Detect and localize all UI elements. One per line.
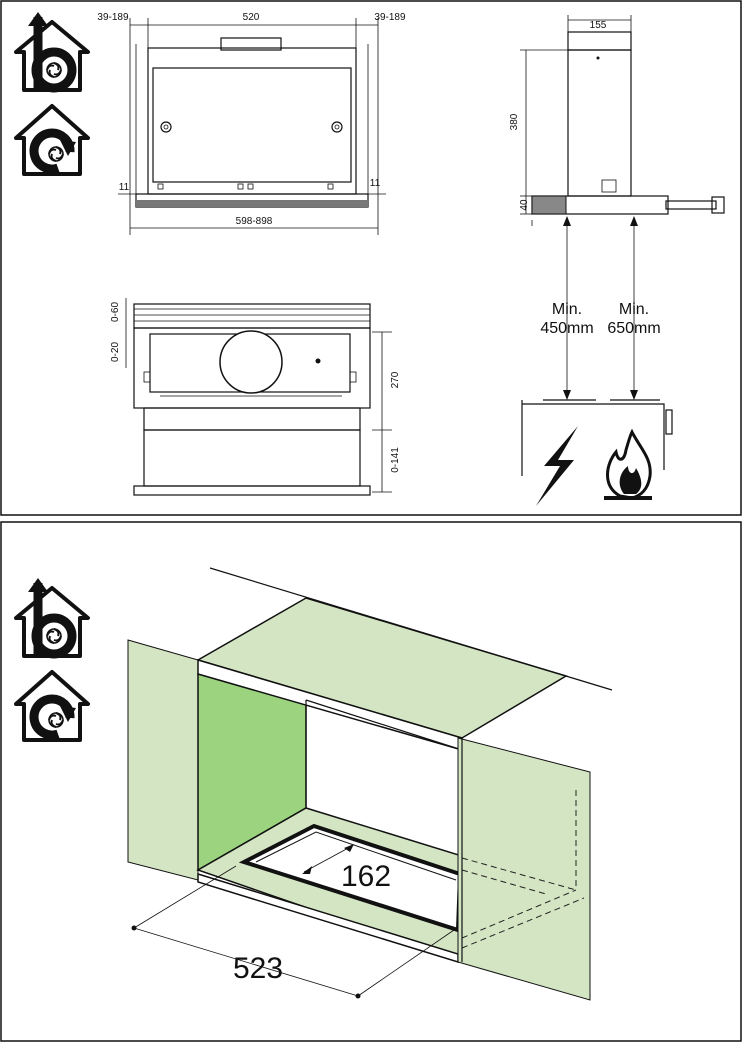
top-panel-border xyxy=(0,0,742,516)
recirculation-mode-icon xyxy=(14,670,90,742)
cutout-depth-label: 162 xyxy=(341,860,391,893)
side-depth-label: 155 xyxy=(590,20,607,31)
side-height-label: 380 xyxy=(509,113,520,130)
front-right-offset-label: 39-189 xyxy=(374,12,406,23)
section-height-label: 270 xyxy=(390,371,401,388)
front-right-small-label: 11 xyxy=(370,178,381,189)
ducted-mode-icon xyxy=(14,12,90,93)
side-base-label: 40 xyxy=(519,199,530,211)
cabinet-perspective-drawing xyxy=(127,567,613,1001)
recirculation-mode-icon xyxy=(14,104,90,176)
front-left-small-label: 11 xyxy=(119,182,130,193)
cutout-width-label: 523 xyxy=(233,952,283,985)
front-width-label: 520 xyxy=(243,12,260,23)
min-gas-label: Min.650mm xyxy=(607,301,660,337)
side-view-drawing xyxy=(520,15,725,506)
front-overall-width-label: 598-898 xyxy=(236,216,273,227)
section-bottom-label: 0-141 xyxy=(390,447,401,473)
min-electric-label: Min.450mm xyxy=(540,301,593,337)
section-upper-label: 0-20 xyxy=(110,342,121,362)
bottom-panel-border xyxy=(0,521,742,1042)
front-view-drawing xyxy=(118,18,386,235)
section-view-drawing xyxy=(125,298,392,496)
section-top-label: 0-60 xyxy=(110,302,121,322)
ducted-mode-icon xyxy=(14,578,90,659)
front-left-offset-label: 39-189 xyxy=(97,12,129,23)
